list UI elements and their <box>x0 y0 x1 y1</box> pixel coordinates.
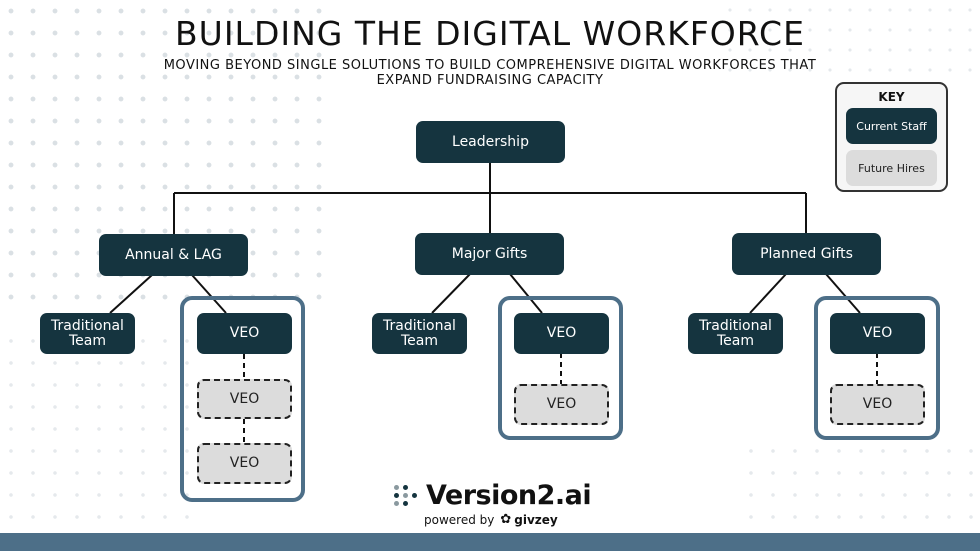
connector-line <box>109 274 153 314</box>
background-dot-pattern <box>0 330 200 520</box>
page-title: BUILDING THE DIGITAL WORKFORCE <box>175 14 805 53</box>
background-dot-pattern <box>740 440 980 535</box>
veo-group <box>498 296 623 440</box>
veo-future-node: VEO <box>514 384 609 425</box>
givzey-flower-icon: ✿ <box>500 512 512 527</box>
logo-wordmark: Version2.ai <box>426 479 592 511</box>
traditional-team-node: Traditional Team <box>372 313 467 354</box>
connector-line <box>509 273 543 314</box>
givzey-brand: givzey <box>514 512 558 527</box>
veo-current-node: VEO <box>197 313 292 354</box>
page-subtitle: MOVING BEYOND SINGLE SOLUTIONS TO BUILD … <box>163 58 817 88</box>
department-node-planned-gifts: Planned Gifts <box>732 233 881 275</box>
logo-dots-icon <box>394 482 418 508</box>
connector-line <box>431 273 471 314</box>
department-node-annual-lag: Annual & LAG <box>99 234 248 276</box>
footer-bar <box>0 533 980 551</box>
connector-line <box>825 273 861 314</box>
veo-current-node: VEO <box>514 313 609 354</box>
connector-line <box>191 274 227 314</box>
legend-key: KEY Current Staff Future Hires <box>835 82 948 192</box>
traditional-team-node: Traditional Team <box>40 313 135 354</box>
veo-future-node: VEO <box>197 379 292 419</box>
powered-by-line: powered by ✿ givzey <box>424 512 558 527</box>
veo-group <box>814 296 940 440</box>
background-dot-pattern <box>720 0 980 80</box>
legend-title: KEY <box>878 90 905 104</box>
veo-future-node: VEO <box>197 443 292 484</box>
powered-by-label: powered by <box>424 512 495 527</box>
legend-current-staff: Current Staff <box>846 108 937 144</box>
legend-future-hires: Future Hires <box>846 150 937 186</box>
department-node-major-gifts: Major Gifts <box>415 233 564 275</box>
veo-group <box>180 296 305 502</box>
leadership-node: Leadership <box>416 121 565 163</box>
connector-line <box>749 273 787 314</box>
version2-logo: Version2.ai <box>394 479 592 511</box>
veo-current-node: VEO <box>830 313 925 354</box>
veo-future-node: VEO <box>830 384 925 425</box>
traditional-team-node: Traditional Team <box>688 313 783 354</box>
